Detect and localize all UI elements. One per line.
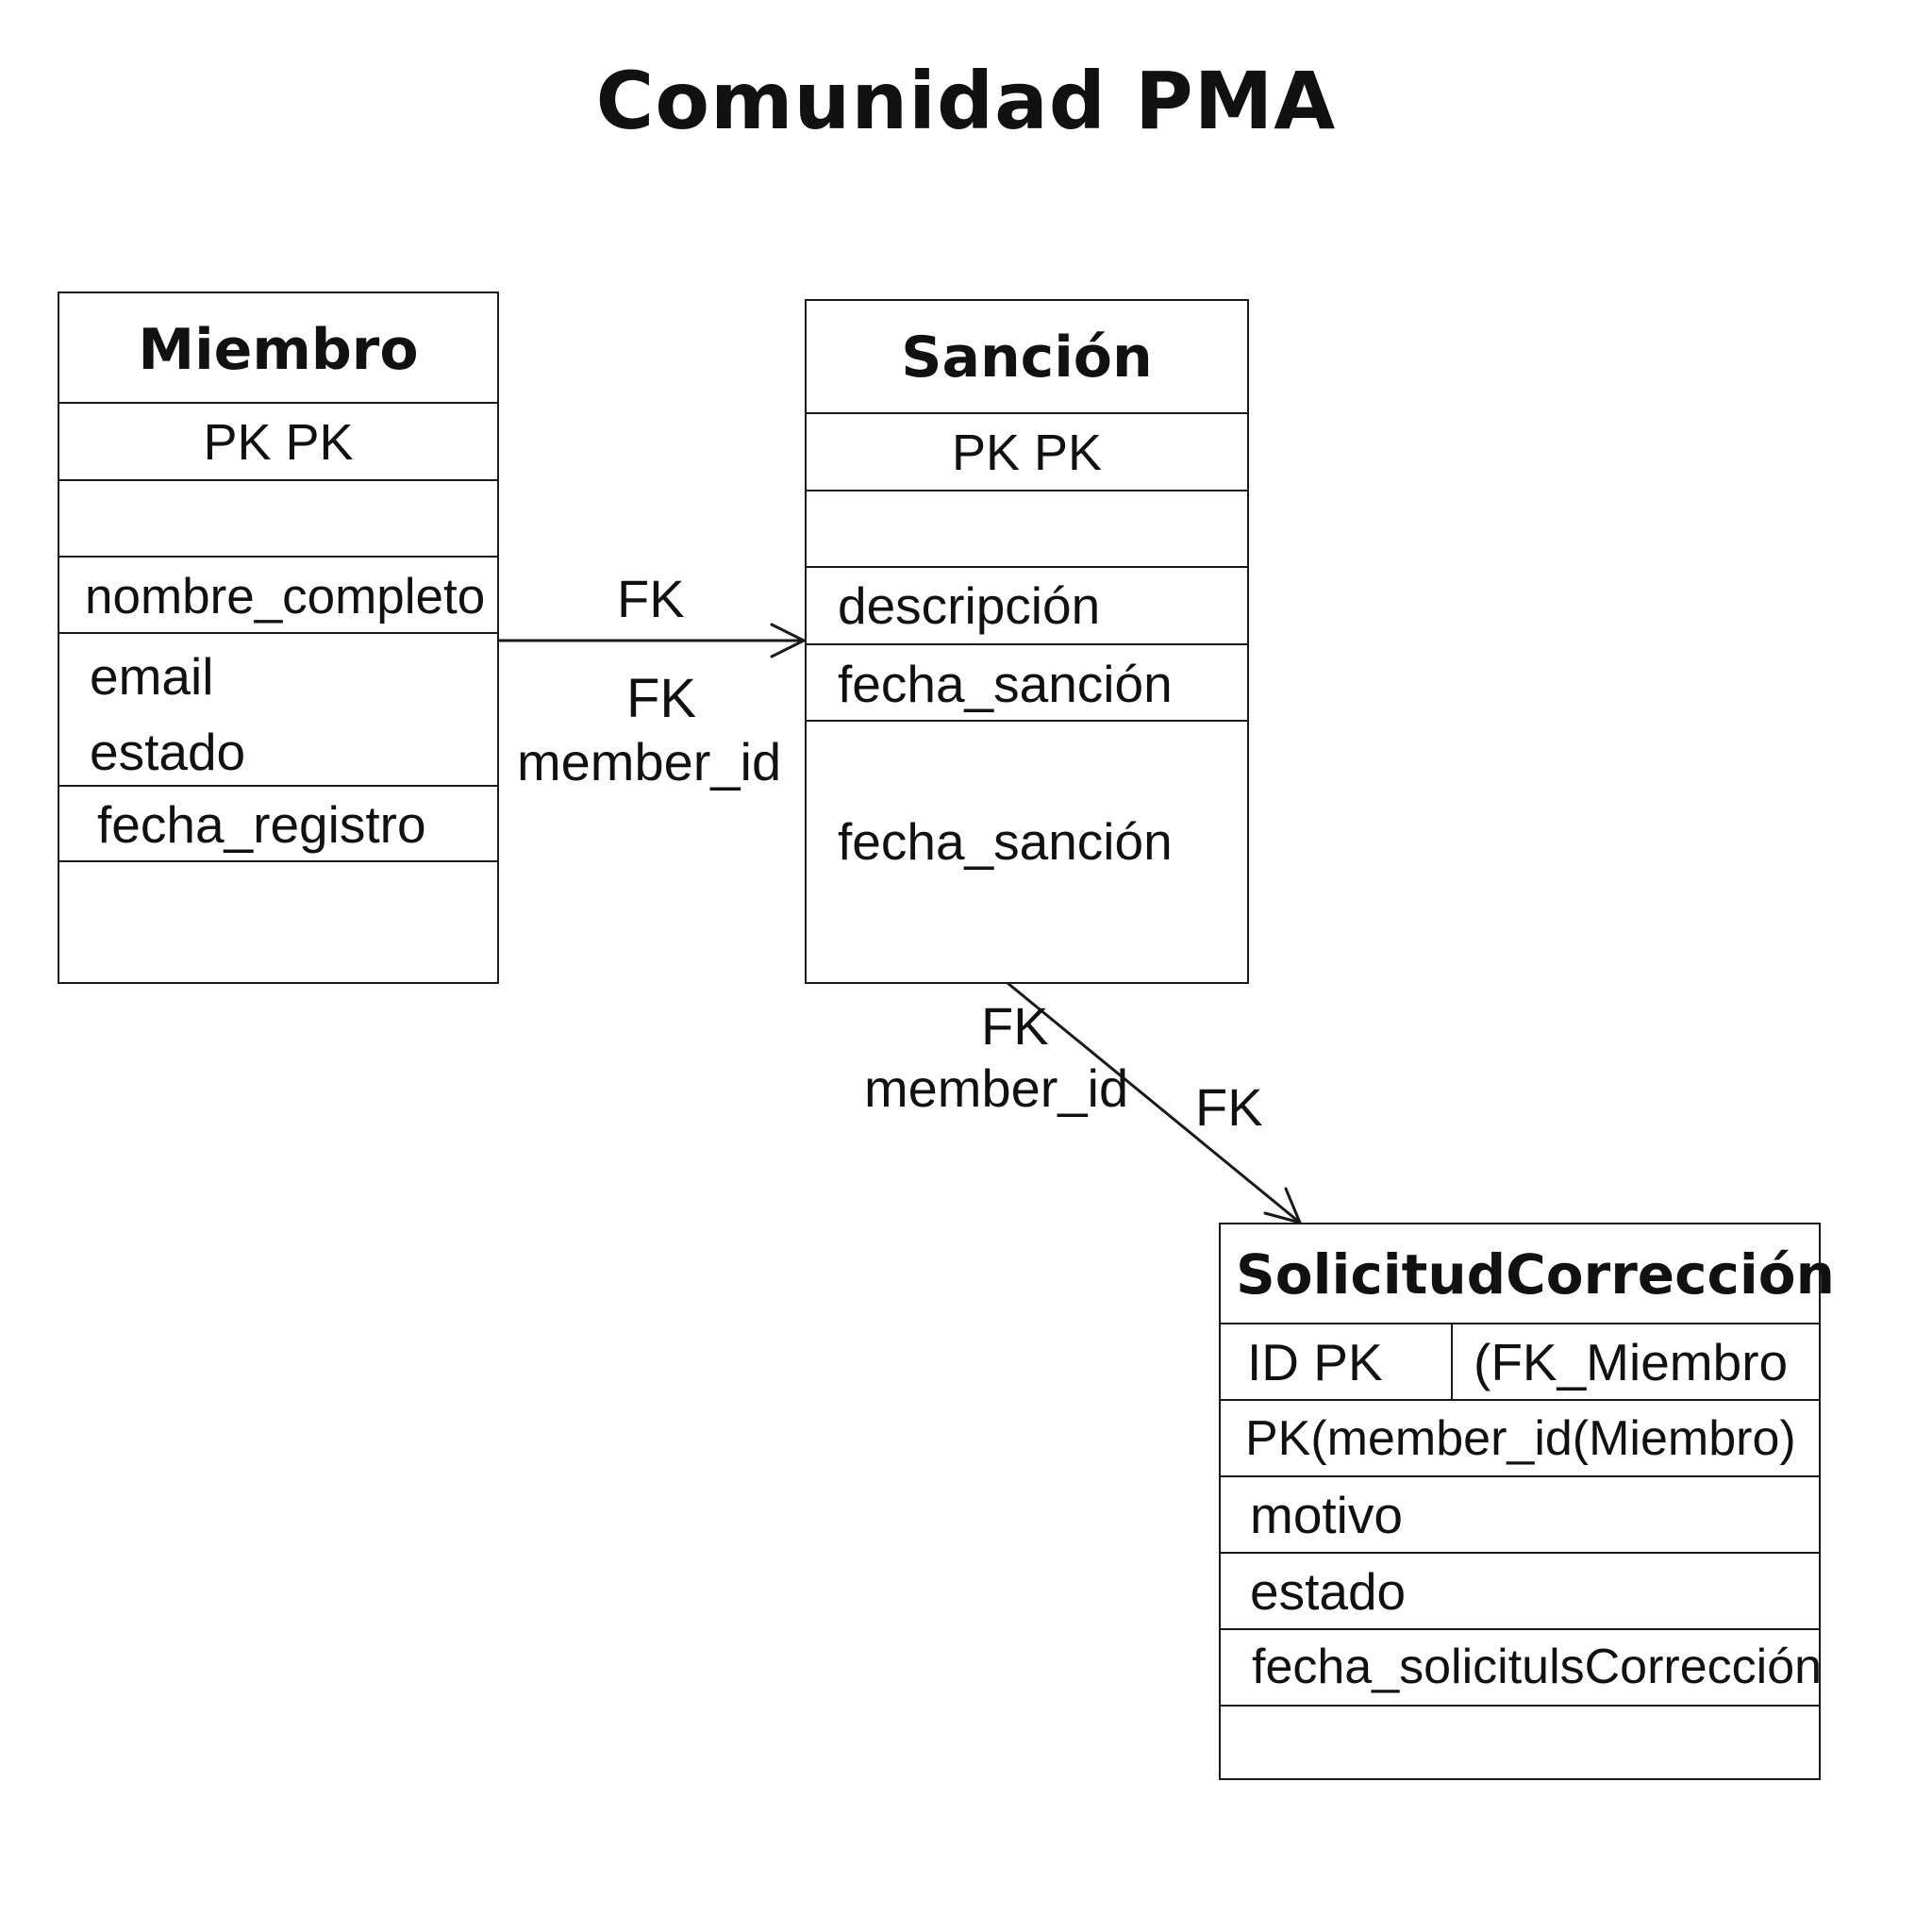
relationship-label-fk-left: FK (981, 996, 1049, 1056)
entity-sancion-row-fecha: fecha_sanción (807, 643, 1247, 720)
attribute-estado: estado (90, 723, 246, 781)
entity-sancion-pk-row: PK PK (807, 412, 1247, 490)
entity-solicitud-correccion[interactable]: SolicitudCorrección ID PK (FK_Miembro PK… (1219, 1223, 1835, 1782)
entity-miembro-header: Miembro (59, 293, 497, 402)
entity-miembro[interactable]: Miembro PK PK nombre_completo email esta… (58, 291, 499, 984)
entity-solicitud-row-estado: estado (1221, 1552, 1819, 1628)
cell-divider (1451, 1324, 1453, 1399)
attribute-pk-member-id: PK(member_id(Miembro) (1245, 1411, 1796, 1466)
attribute-id-pk: ID PK (1247, 1333, 1383, 1391)
entity-miembro-row-email-estado: email estado (59, 632, 497, 785)
entity-solicitud-row-fecha: fecha_solicitulsCorrección (1221, 1628, 1823, 1705)
entity-miembro-empty-footer (59, 860, 497, 986)
entity-sancion[interactable]: Sanción PK PK descripción fecha_sanción … (805, 299, 1249, 984)
entity-sancion-name: Sanción (901, 325, 1153, 391)
entity-miembro-empty-row (59, 479, 497, 556)
attribute-fk-miembro: (FK_Miembro (1474, 1333, 1789, 1391)
entity-miembro-pk-row: PK PK (59, 402, 497, 479)
attribute-descripcion: descripción (838, 576, 1101, 635)
entity-solicitud-header: SolicitudCorrección (1221, 1224, 1835, 1323)
attribute-email: email (90, 647, 214, 706)
entity-solicitud-row-id: ID PK (FK_Miembro (1221, 1323, 1819, 1399)
entity-solicitud-row-pk-member: PK(member_id(Miembro) (1221, 1399, 1819, 1475)
entity-solicitud-empty-footer (1221, 1705, 1819, 1782)
relationship-label-fk-right: FK (1195, 1077, 1263, 1137)
attribute-fecha-sancion-2: fecha_sanción (838, 812, 1173, 871)
attribute-fecha-solicitud: fecha_solicitulsCorrección (1252, 1640, 1823, 1694)
relationship-label-fk-mid: FK (626, 668, 697, 729)
diagram-title: Comunidad PMA (595, 55, 1337, 147)
entity-sancion-row-descripcion: descripción (807, 566, 1247, 643)
attribute-nombre-completo: nombre_completo (85, 569, 486, 625)
relationship-label-member-id-2: member_id (864, 1058, 1129, 1118)
attribute-estado-solicitud: estado (1250, 1562, 1407, 1621)
entity-sancion-header: Sanción (807, 301, 1247, 412)
attribute-fecha-registro: fecha_registro (97, 795, 426, 854)
entity-miembro-row-nombre: nombre_completo (59, 556, 497, 632)
entity-sancion-pk: PK PK (951, 425, 1103, 481)
entity-miembro-row-fecha: fecha_registro (59, 785, 497, 860)
relationship-label-fk-top: FK (617, 569, 685, 628)
arrowhead-sancion (770, 623, 808, 658)
entity-miembro-name: Miembro (138, 317, 419, 383)
connector-sancion-solicitud (1006, 981, 1302, 1224)
attribute-fecha-sancion: fecha_sanción (838, 655, 1173, 713)
entity-solicitud-row-motivo: motivo (1221, 1475, 1819, 1552)
relationship-label-member-id: member_id (517, 732, 782, 791)
entity-miembro-pk: PK PK (203, 414, 354, 471)
entity-sancion-empty-row (807, 490, 1247, 566)
attribute-motivo: motivo (1250, 1486, 1403, 1544)
entity-solicitud-name: SolicitudCorrección (1236, 1242, 1835, 1307)
entity-sancion-row-fecha-2: fecha_sanción (807, 720, 1247, 986)
